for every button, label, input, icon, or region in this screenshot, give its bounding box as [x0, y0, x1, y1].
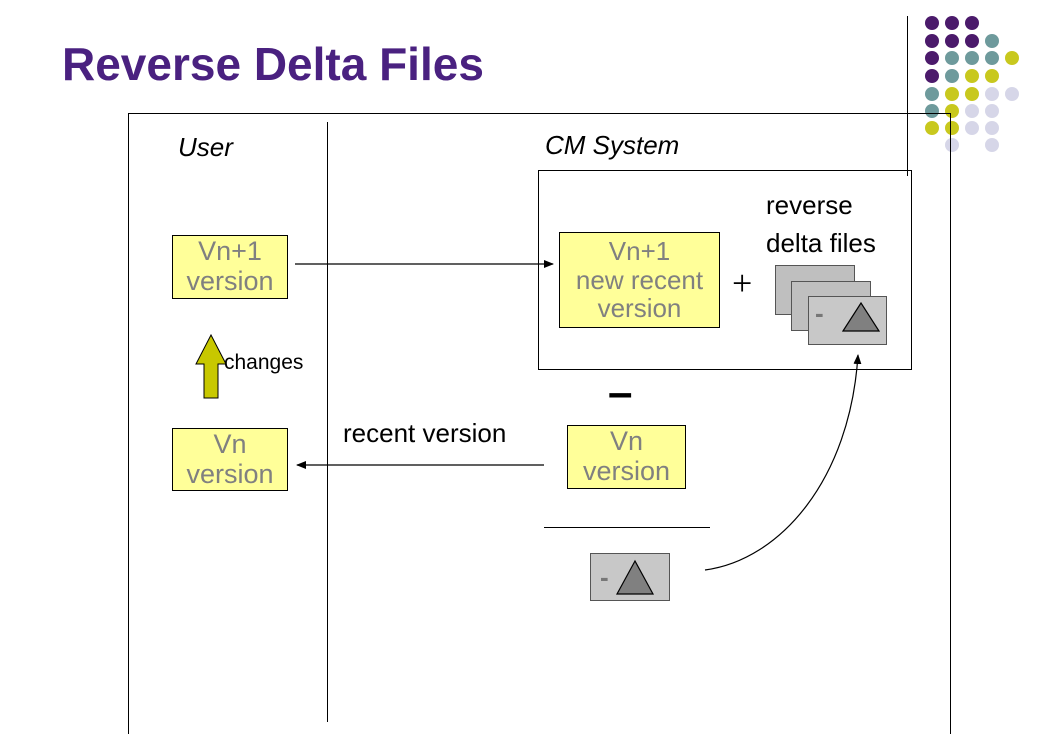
dot — [925, 104, 939, 118]
box-line1: Vn+1 — [198, 236, 262, 267]
dot — [985, 87, 999, 101]
dot — [945, 69, 959, 83]
dot — [925, 87, 939, 101]
box-line1: Vn — [609, 426, 644, 457]
dot — [965, 16, 979, 30]
dot — [985, 121, 999, 135]
dot — [1005, 87, 1019, 101]
box-line2: version — [186, 458, 274, 489]
recent-version-label: recent version — [343, 418, 507, 448]
dot — [945, 51, 959, 65]
dot — [945, 138, 959, 152]
dot — [985, 104, 999, 118]
box-line3: version — [597, 293, 682, 324]
dot — [1005, 51, 1019, 65]
box-line2: version — [186, 266, 274, 296]
dot — [945, 34, 959, 48]
dot — [945, 104, 959, 118]
dot — [965, 121, 979, 135]
diagram-frame — [128, 113, 951, 734]
delta-minus-sign: - — [600, 562, 609, 592]
box-line2: new recent — [575, 264, 704, 295]
cm-vn-version-box: Vn version — [567, 425, 686, 489]
user-cm-divider — [327, 122, 328, 722]
dot — [965, 104, 979, 118]
reverse-delta-label: reverse delta files — [766, 186, 876, 262]
subtraction-result-line — [544, 527, 710, 528]
box-line1: Vn — [213, 428, 247, 459]
plus-symbol: + — [732, 263, 753, 303]
slide-title: Reverse Delta Files — [62, 38, 484, 90]
dot — [965, 34, 979, 48]
dot — [985, 138, 999, 152]
dot — [965, 51, 979, 65]
dot — [925, 51, 939, 65]
changes-label: changes — [224, 351, 304, 374]
dot — [985, 34, 999, 48]
delta-minus-sign: - — [815, 298, 824, 328]
cm-vn1-new-recent-version-box: Vn+1 new recent version — [559, 232, 720, 328]
dot — [965, 87, 979, 101]
dot — [945, 121, 959, 135]
box-line2: version — [582, 456, 671, 486]
dot — [985, 69, 999, 83]
dot — [925, 121, 939, 135]
reverse-delta-label-line1: reverse — [766, 190, 853, 220]
delta-triangle-icon — [841, 301, 881, 332]
dot — [985, 51, 999, 65]
delta-triangle-icon — [615, 559, 655, 595]
user-label: User — [178, 132, 233, 162]
dot — [925, 16, 939, 30]
delta-store-curve-arrow — [704, 354, 862, 571]
changes-up-arrow — [195, 333, 227, 399]
dot — [965, 69, 979, 83]
dot — [945, 16, 959, 30]
cm-system-box — [538, 170, 912, 370]
dot — [925, 34, 939, 48]
dot — [945, 87, 959, 101]
box-line1: Vn+1 — [608, 236, 671, 267]
title-divider-line — [907, 16, 908, 176]
user-vn-version-box: Vn version — [172, 428, 288, 491]
dot — [925, 69, 939, 83]
reverse-delta-card-front: - — [808, 296, 887, 345]
cm-system-label: CM System — [545, 130, 680, 160]
user-vn1-version-box: Vn+1 version — [172, 235, 288, 299]
reverse-delta-label-line2: delta files — [766, 228, 876, 258]
minus-symbol: – — [608, 368, 633, 417]
